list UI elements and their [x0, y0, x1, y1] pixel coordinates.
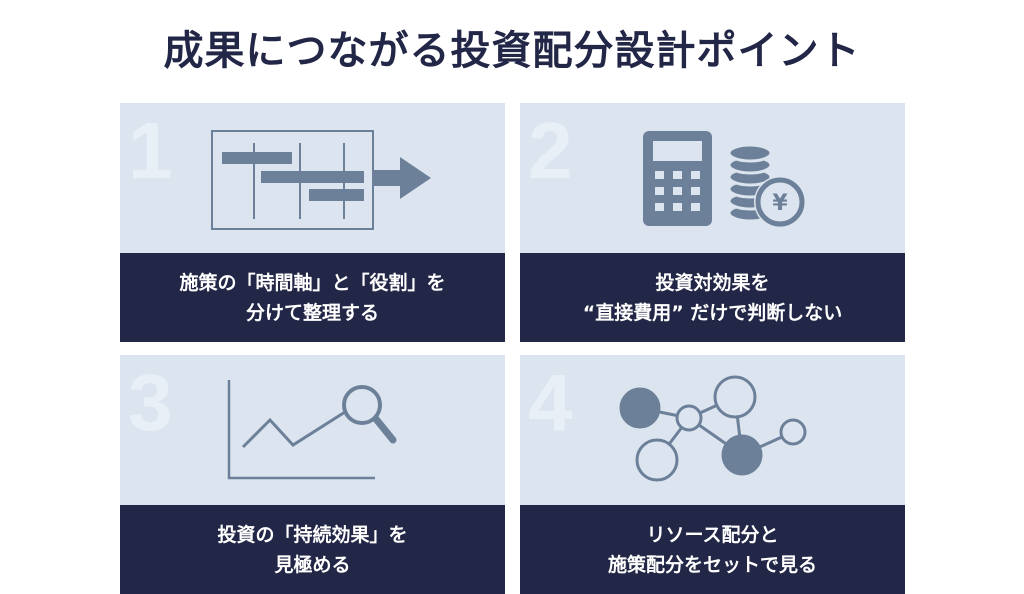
point-card-2: 2 ¥ 投資対効果を “直接費用” だけで判断しない	[520, 103, 905, 342]
card-number: 1	[128, 106, 173, 195]
network-nodes-icon	[619, 375, 807, 482]
card-text-line1: リソース配分と	[646, 523, 779, 546]
point-card-1: 1 施策の「時間軸」と「役割」を分けて整理する	[120, 103, 505, 342]
card-number: 4	[528, 358, 573, 447]
card-text-line1: 投資の「持続効果」を	[217, 523, 408, 546]
card-number: 2	[528, 106, 573, 195]
card-text-line2: 見極める	[274, 553, 351, 576]
calculator-coins-icon: ¥	[643, 131, 806, 228]
card-number: 3	[128, 358, 173, 447]
page-title: 成果につながる投資配分設計ポイント	[163, 28, 861, 74]
point-card-3: 3 投資の「持続効果」を見極める	[120, 355, 505, 594]
card-text-line2: 施策配分をセットで見る	[607, 553, 817, 576]
line-chart-magnifier-icon	[227, 380, 397, 480]
card-text-line1: 投資対効果を	[655, 271, 770, 294]
point-card-4: 4 リソース配分と施策配分をセットで見る	[520, 355, 905, 594]
card-text-line1: 施策の「時間軸」と「役割」を	[179, 271, 446, 294]
yen-symbol: ¥	[772, 191, 788, 216]
card-text-line2: 分けて整理する	[245, 301, 379, 324]
gantt-chart-icon	[211, 130, 431, 230]
card-text-line2: “直接費用” だけで判断しない	[582, 301, 843, 324]
